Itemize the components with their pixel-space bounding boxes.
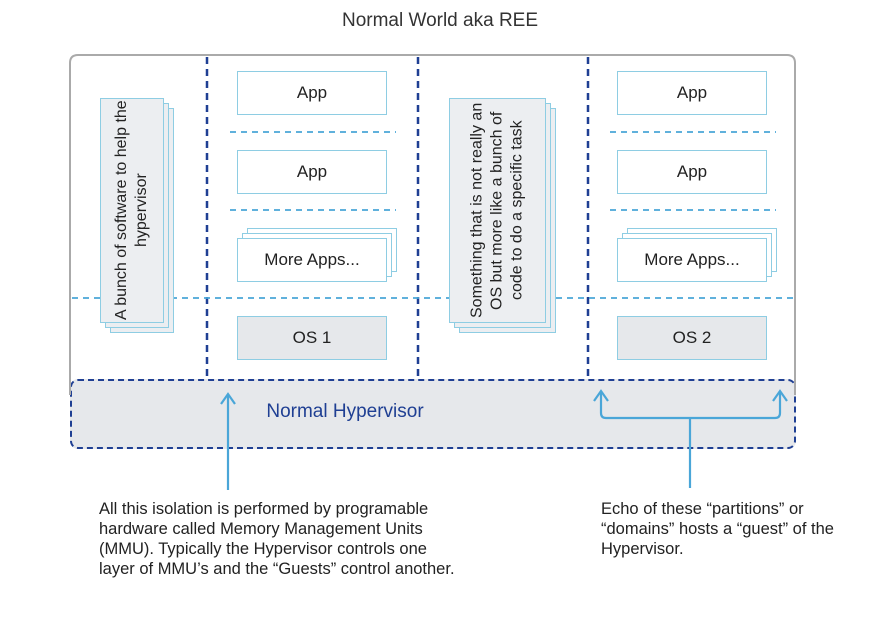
os-box: OS 2 [617, 316, 767, 360]
hypervisor-layer [70, 379, 796, 449]
mmu-note: All this isolation is performed by progr… [99, 500, 455, 578]
guest-arrow-head-right [772, 389, 788, 402]
os-box: OS 1 [237, 316, 387, 360]
more-apps-box: More Apps... [617, 238, 767, 282]
app-box: App [617, 150, 767, 194]
helper-software-card: A bunch of software to help the hypervis… [100, 98, 164, 323]
partitions-note: Echo of these “partitions” or “domains” … [601, 500, 834, 558]
specific-task-code-card: Something that is not really an OS but m… [449, 98, 546, 323]
app-box: App [617, 71, 767, 115]
app-box: App [237, 150, 387, 194]
outer-frame [69, 54, 796, 395]
guest-bracket [599, 393, 782, 420]
mmu-arrow-head [220, 392, 236, 405]
hypervisor-label: Normal Hypervisor [266, 401, 424, 422]
app-box: App [237, 71, 387, 115]
guest-arrow-head-left [593, 389, 609, 402]
diagram-title: Normal World aka REE [341, 10, 539, 31]
more-apps-box: More Apps... [237, 238, 387, 282]
